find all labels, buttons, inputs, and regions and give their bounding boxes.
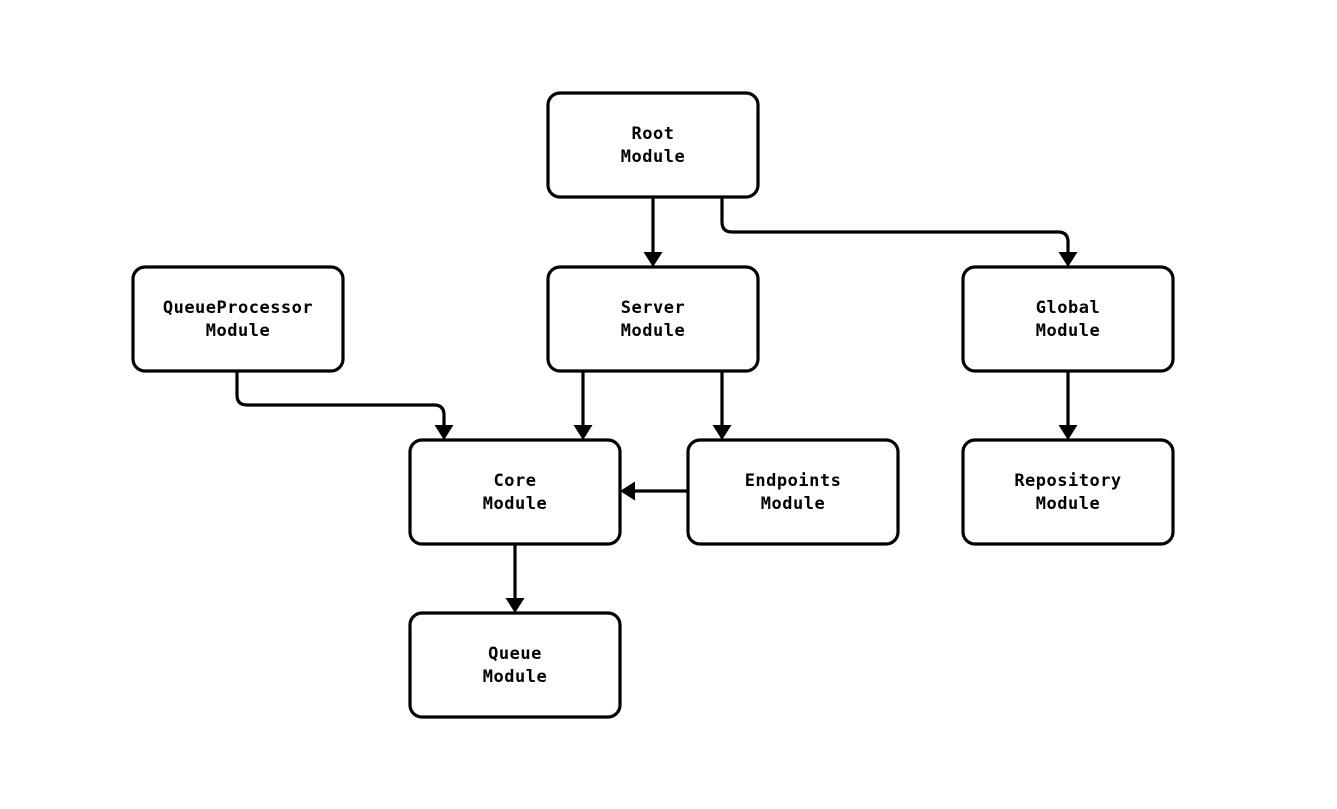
arrowhead-icon <box>1058 252 1078 267</box>
arrowhead-icon <box>573 425 593 440</box>
edge-line <box>235 371 446 426</box>
edge-root-to-server <box>643 197 663 267</box>
node-label-line2: Module <box>621 321 685 341</box>
edge-endpoints-to-core <box>620 481 688 501</box>
node-box[interactable] <box>961 265 1175 373</box>
edge-server-to-core <box>573 371 593 440</box>
node-label-line1: Root <box>632 124 675 144</box>
node-label-line1: Server <box>621 298 685 318</box>
node-label-line1: Endpoints <box>745 471 842 491</box>
node-box[interactable] <box>546 91 760 199</box>
edge-line <box>720 197 1070 253</box>
arrowhead-icon <box>434 425 454 440</box>
arrowhead-icon <box>712 425 732 440</box>
node-box[interactable] <box>961 438 1175 546</box>
edge-root-to-global <box>720 197 1078 267</box>
arrowhead-icon <box>643 252 663 267</box>
arrowhead-icon <box>1058 425 1078 440</box>
edge-queueprocessor-to-core <box>235 371 454 440</box>
node-label-line2: Module <box>483 667 547 687</box>
arrowhead-icon <box>620 481 635 501</box>
node-label-line2: Module <box>1036 494 1100 514</box>
edge-global-to-repository <box>1058 371 1078 440</box>
node-label-line2: Module <box>206 321 270 341</box>
node-label-line1: QueueProcessor <box>163 298 313 318</box>
node-label-line1: Repository <box>1014 471 1121 491</box>
node-label-line2: Module <box>483 494 547 514</box>
node-label-line1: Global <box>1036 298 1100 318</box>
edge-server-to-endpoints <box>712 371 732 440</box>
edge-core-to-queue <box>505 544 525 613</box>
node-box[interactable] <box>546 265 760 373</box>
nodes-layer: RootModuleQueueProcessorModuleServerModu… <box>131 91 1175 719</box>
node-label-line1: Core <box>494 471 537 491</box>
node-label-line2: Module <box>1036 321 1100 341</box>
node-box[interactable] <box>408 438 622 546</box>
node-label-line2: Module <box>761 494 825 514</box>
node-label-line1: Queue <box>488 644 542 664</box>
node-box[interactable] <box>408 611 622 719</box>
node-box[interactable] <box>686 438 900 546</box>
edges-layer <box>235 197 1078 613</box>
node-label-line2: Module <box>621 147 685 167</box>
node-box[interactable] <box>131 265 345 373</box>
arrowhead-icon <box>505 598 525 613</box>
